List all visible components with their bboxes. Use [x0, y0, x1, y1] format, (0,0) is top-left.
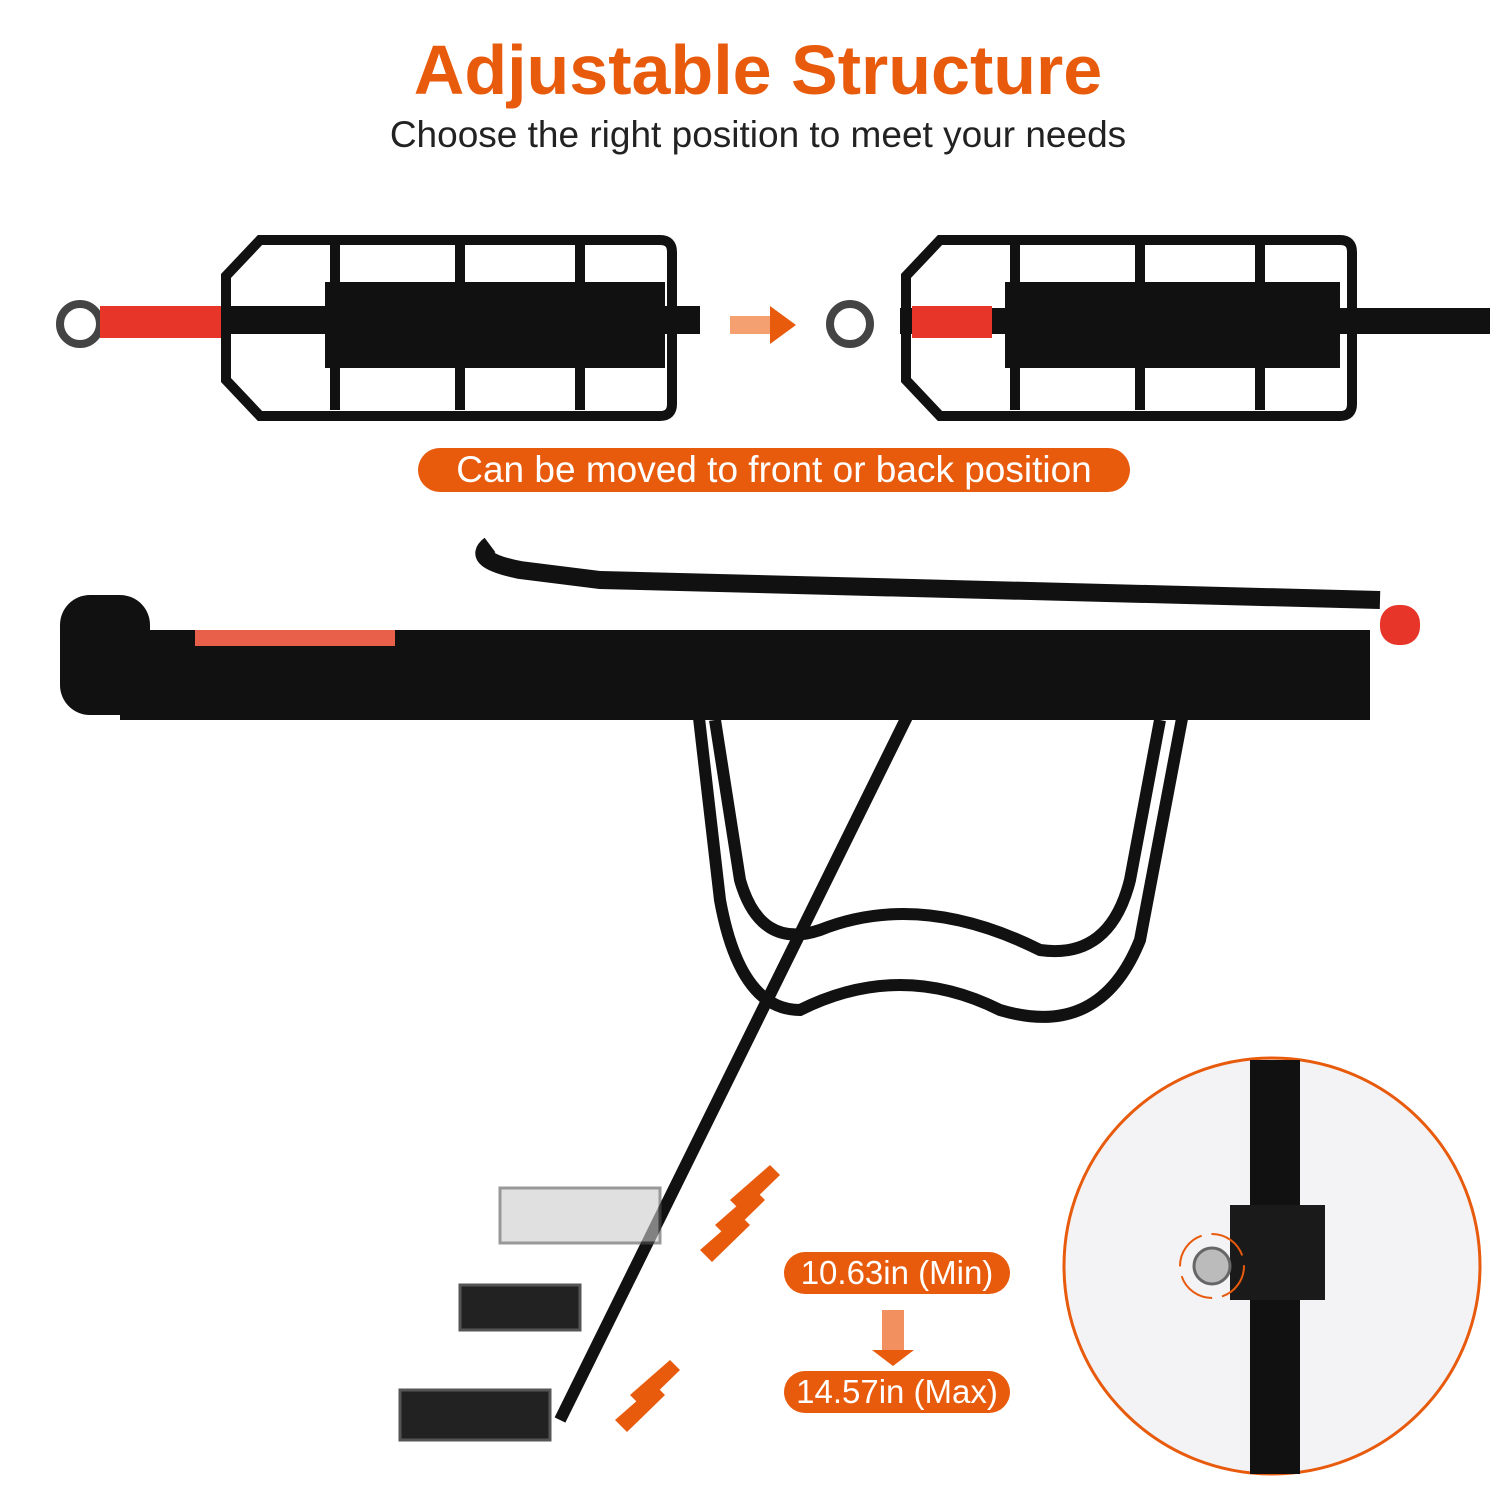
rack-side-view [60, 537, 1420, 1442]
rotate-icon [1179, 1233, 1245, 1299]
rack-back-position [826, 235, 1490, 421]
clamp-detail-inset [1062, 1056, 1482, 1476]
rack-front-position [56, 235, 700, 421]
arrow-right-icon [730, 306, 796, 344]
page-subtitle: Choose the right position to meet your n… [389, 114, 1127, 155]
max-length-label: 14.57in (Max) [784, 1371, 1010, 1413]
arrow-down-icon [872, 1310, 914, 1366]
min-length-label: 10.63in (Min) [784, 1252, 1010, 1294]
chevron-up-right-icon [700, 1165, 780, 1262]
chevron-down-left-icon [615, 1360, 680, 1432]
position-caption: Can be moved to front or back position [418, 448, 1130, 492]
page-title: Adjustable Structure [413, 31, 1103, 109]
